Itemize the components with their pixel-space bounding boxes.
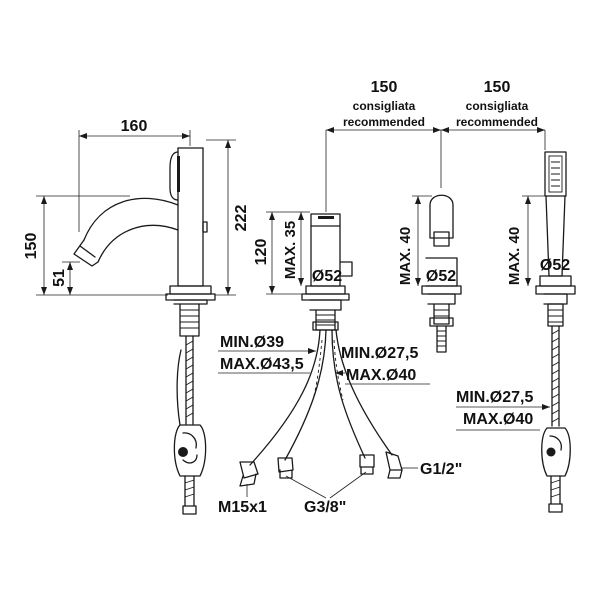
- mixer-hole-min-label: MIN.Ø39: [220, 334, 284, 351]
- diverter-recommended-it: consigliata: [466, 99, 529, 113]
- diverter-diameter-label: Ø52: [426, 268, 456, 285]
- mixer-dimensions: [218, 127, 441, 385]
- connection-leaders: [246, 467, 418, 499]
- mixer-hole-max-label: MAX.Ø43,5: [220, 356, 304, 373]
- diverter-recommended-en: recommended: [456, 115, 538, 129]
- mixer-assembly: [239, 213, 403, 487]
- mixer-hole-min-small-label: MIN.Ø27,5: [341, 345, 418, 362]
- mixer-recommended-en: recommended: [343, 115, 425, 129]
- spout-outlet-height-label: 51: [51, 269, 68, 287]
- spout-width-label: 160: [121, 118, 148, 135]
- connection-g12-label: G1/2": [420, 461, 462, 478]
- mixer-spacing-label: 150: [371, 79, 398, 96]
- handshower-max-top-label: MAX. 40: [506, 227, 523, 285]
- spout-height-label: 150: [23, 233, 40, 260]
- mixer-height-label: 120: [253, 239, 270, 266]
- handshower-dimensions: [456, 130, 550, 431]
- mixer-recommended-it: consigliata: [353, 99, 416, 113]
- spout-assembly: [73, 147, 216, 515]
- connection-m15-label: M15x1: [218, 499, 267, 516]
- spout-dimensions: [36, 130, 236, 296]
- spout-total-height-label: 222: [233, 205, 250, 232]
- handshower-diameter-label: Ø52: [540, 257, 570, 274]
- handshower-assembly: [535, 151, 576, 513]
- diverter-max-top-label: MAX. 40: [397, 227, 414, 285]
- handshower-hole-max-label: MAX.Ø40: [463, 411, 533, 428]
- diverter-assembly: [421, 194, 462, 353]
- connection-g38-label: G3/8": [304, 499, 346, 516]
- handshower-hole-min-label: MIN.Ø27,5: [456, 389, 533, 406]
- diverter-dimensions: [412, 127, 545, 286]
- mixer-max-top-label: MAX. 35: [282, 221, 299, 279]
- diverter-spacing-label: 150: [484, 79, 511, 96]
- mixer-hole-max-small-label: MAX.Ø40: [346, 367, 416, 384]
- mixer-diameter-label: Ø52: [312, 268, 342, 285]
